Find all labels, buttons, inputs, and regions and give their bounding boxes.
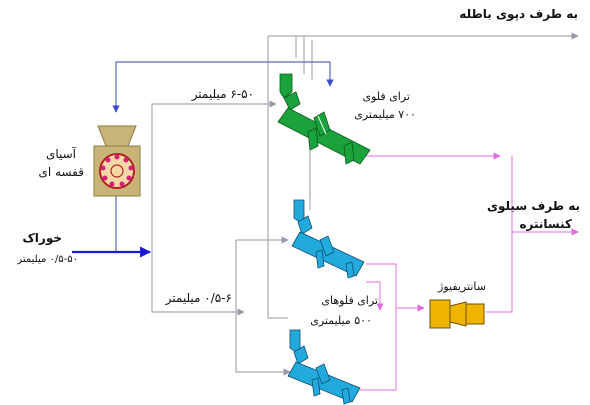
drum500-label-2: ۵۰۰ میلیمتری: [310, 314, 372, 327]
waste-dump-label: به طرف دپوی باطله: [459, 7, 578, 22]
centrifuge: [429, 299, 485, 329]
cage-mill-label-2: قفسه ای: [39, 165, 85, 179]
concentrate-lines: [360, 152, 579, 391]
drum500-label-1: ترای فلوهای: [321, 294, 378, 307]
concentrate-silo-label-1: به طرف سیلوی: [487, 199, 580, 214]
cage-mill: [93, 125, 141, 197]
feed-title-label: خوراک: [23, 231, 62, 246]
triflo-500-drum-lower: [287, 329, 361, 405]
feed-size-label: ۰/۵-۵۰ میلیمتر: [16, 254, 78, 265]
concentrate-silo-label-2: کنسانتره: [519, 217, 572, 231]
triflo-700-drum: [277, 73, 371, 165]
triflo-500-drum-upper: [291, 199, 365, 279]
coarse-size-label: ۶-۵۰ میلیمتر: [191, 87, 254, 102]
drum700-label-2: ۷۰۰ میلیمتری: [354, 108, 416, 121]
process-lines: [112, 32, 579, 376]
cage-mill-label-1: آسیای: [46, 146, 77, 161]
drum700-label-1: ترای فلوی: [363, 90, 411, 103]
fine-size-label: ۰/۵-۶ میلیمتر: [165, 291, 232, 306]
centrifuge-label: سانتریفیوژ: [437, 280, 486, 293]
